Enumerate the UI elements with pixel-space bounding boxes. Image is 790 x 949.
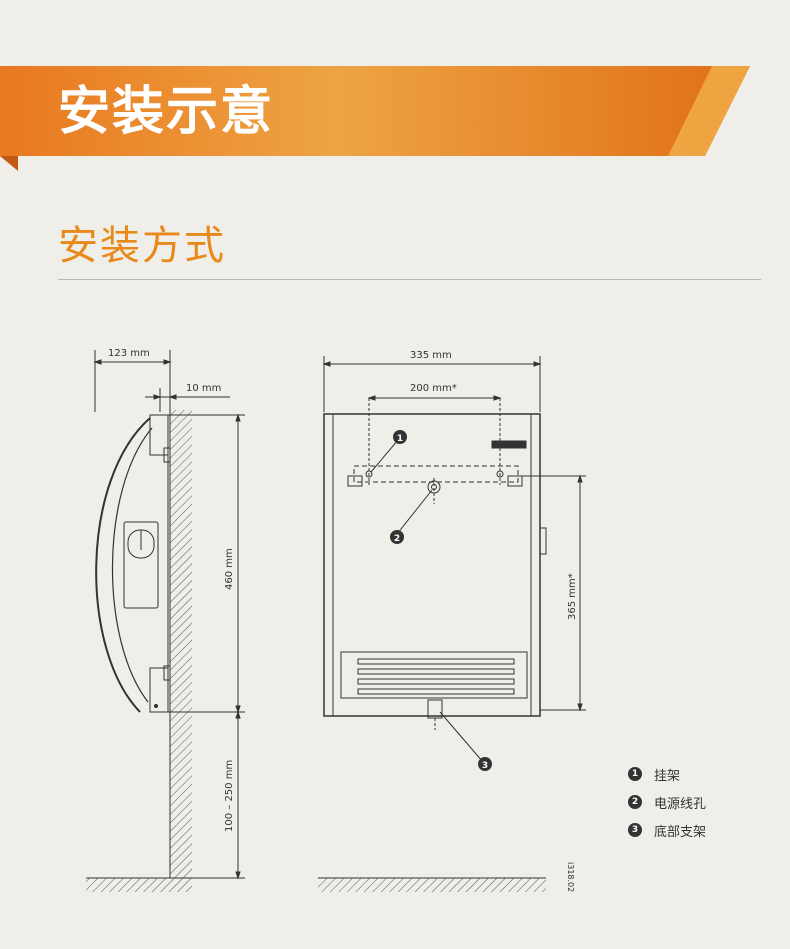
legend-item: 1 挂架	[628, 760, 706, 788]
callout-marker-1: 1	[393, 430, 407, 444]
legend-label: 底部支架	[654, 824, 707, 840]
legend-number: 2	[628, 795, 642, 809]
side-wall-gap-label: 10 mm	[186, 383, 221, 394]
legend-label: 电源线孔	[654, 796, 707, 812]
front-view	[318, 356, 586, 892]
legend-item: 2 电源线孔	[628, 788, 706, 816]
side-height-label: 460 mm	[224, 548, 235, 590]
legend-label: 挂架	[654, 768, 681, 784]
section-title: 安装方式	[58, 223, 226, 269]
side-depth-label: 123 mm	[108, 348, 150, 359]
drawing-code: i318.02	[566, 862, 575, 893]
section-divider	[58, 279, 761, 280]
legend-number: 3	[628, 823, 642, 837]
callout-marker-2: 2	[390, 530, 404, 544]
installation-drawing: 123 mm 10 mm 460 mm 100 – 250 mm	[86, 348, 586, 892]
legend-number: 1	[628, 767, 642, 781]
legend-item: 3 底部支架	[628, 816, 706, 844]
side-floor-gap-label: 100 – 250 mm	[224, 760, 235, 832]
front-bracket-span-label: 200 mm*	[410, 383, 457, 394]
callout-marker-3: 3	[478, 757, 492, 771]
callout-number: 1	[397, 434, 403, 444]
legend: 1 挂架 2 电源线孔 3 底部支架	[628, 760, 706, 844]
header-banner	[0, 66, 750, 171]
front-bracket-height-label: 365 mm*	[567, 573, 578, 620]
page-title: 安装示意	[58, 82, 275, 142]
front-width-label: 335 mm	[410, 350, 452, 361]
callout-number: 2	[394, 534, 400, 544]
side-view	[86, 350, 245, 892]
callout-number: 3	[482, 761, 488, 771]
